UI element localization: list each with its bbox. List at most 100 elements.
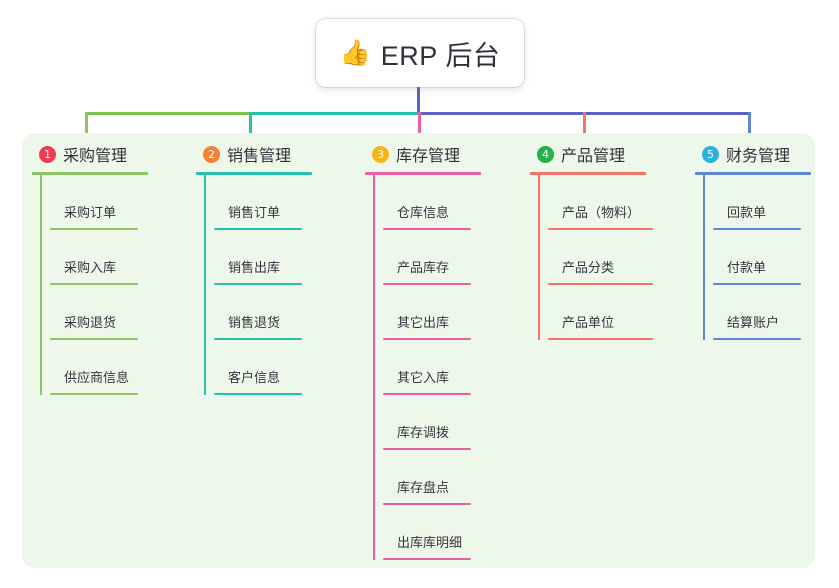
leaf-item[interactable]: 产品分类 xyxy=(538,230,688,285)
root-node-label: ERP 后台 xyxy=(380,40,501,71)
leaf-item-label: 出库库明细 xyxy=(397,535,463,550)
leaf-item-label: 其它出库 xyxy=(397,315,450,330)
branch-number-badge-4: 4 xyxy=(537,145,554,163)
leaf-item-label: 销售出库 xyxy=(228,260,281,275)
branch-children-3: 仓库信息产品库存其它出库其它入库库存调拨库存盘点出库库明细 xyxy=(363,175,523,560)
leaf-item[interactable]: 产品单位 xyxy=(538,285,688,340)
leaf-item[interactable]: 供应商信息 xyxy=(40,340,190,395)
branch-number-badge-1: 1 xyxy=(39,145,56,163)
branch-column-5: 5 财务管理回款单付款单结算账户 xyxy=(693,133,839,340)
leaf-item[interactable]: 产品（物料） xyxy=(538,175,688,230)
branch-title-2: 销售管理 xyxy=(227,148,292,165)
leaf-item[interactable]: 产品库存 xyxy=(373,230,523,285)
branch-spine-5 xyxy=(703,175,705,340)
branch-spine-1 xyxy=(40,175,42,395)
leaf-item-label: 回款单 xyxy=(727,205,767,220)
root-node[interactable]: 👍 ERP 后台 xyxy=(316,19,524,87)
leaf-item-rule xyxy=(50,393,138,395)
leaf-item[interactable]: 客户信息 xyxy=(204,340,354,395)
branch-title-3: 库存管理 xyxy=(396,148,461,165)
branch-title-4: 产品管理 xyxy=(561,148,626,165)
leaf-item[interactable]: 销售出库 xyxy=(204,230,354,285)
leaf-item-label: 采购入库 xyxy=(64,260,117,275)
leaf-item[interactable]: 出库库明细 xyxy=(373,505,523,560)
connector-drop-1 xyxy=(85,112,88,150)
leaf-item-rule xyxy=(214,228,302,230)
branch-header-rule-1 xyxy=(32,172,148,175)
leaf-item-label: 付款单 xyxy=(727,260,767,275)
branch-header-rule-2 xyxy=(196,172,312,175)
leaf-item[interactable]: 采购退货 xyxy=(40,285,190,340)
leaf-item-rule xyxy=(50,338,138,340)
branch-children-4: 产品（物料） 产品分类产品单位 xyxy=(528,175,688,340)
leaf-item[interactable]: 其它入库 xyxy=(373,340,523,395)
leaf-item-rule xyxy=(383,338,471,340)
leaf-item-rule xyxy=(548,283,653,285)
branch-column-3: 3 库存管理仓库信息产品库存其它出库其它入库库存调拨库存盘点出库库明细 xyxy=(363,133,523,560)
leaf-item-rule xyxy=(214,338,302,340)
branch-header-2[interactable]: 2 销售管理 xyxy=(194,133,354,175)
leaf-item-rule xyxy=(383,228,471,230)
leaf-item[interactable]: 库存调拨 xyxy=(373,395,523,450)
leaf-item-label: 采购退货 xyxy=(64,315,117,330)
leaf-item-rule xyxy=(548,338,653,340)
leaf-item-rule xyxy=(383,393,471,395)
leaf-item-label: 结算账户 xyxy=(727,315,780,330)
branch-spine-4 xyxy=(538,175,540,340)
branch-header-5[interactable]: 5 财务管理 xyxy=(693,133,839,175)
leaf-item-label: 库存盘点 xyxy=(397,480,450,495)
leaf-item-label: 产品分类 xyxy=(562,260,615,275)
root-node-content: 👍 ERP 后台 xyxy=(340,34,501,73)
leaf-item-label: 采购订单 xyxy=(64,205,117,220)
leaf-item-label: 库存调拨 xyxy=(397,425,450,440)
connector-drop-2 xyxy=(249,112,252,150)
leaf-item-rule xyxy=(713,283,801,285)
leaf-item-label: 仓库信息 xyxy=(397,205,450,220)
leaf-item-rule xyxy=(383,558,471,560)
branch-number-badge-5: 5 xyxy=(702,145,719,163)
connector-drop-4 xyxy=(583,112,586,150)
connector-bar-mid xyxy=(249,112,420,115)
leaf-item[interactable]: 回款单 xyxy=(703,175,839,230)
leaf-item[interactable]: 采购入库 xyxy=(40,230,190,285)
leaf-item[interactable]: 采购订单 xyxy=(40,175,190,230)
thumbs-up-icon: 👍 xyxy=(339,38,371,67)
branch-children-1: 采购订单采购入库采购退货供应商信息 xyxy=(30,175,190,395)
branch-spine-2 xyxy=(204,175,206,395)
branch-header-rule-3 xyxy=(365,172,481,175)
branch-number-badge-3: 3 xyxy=(372,145,389,163)
leaf-item[interactable]: 库存盘点 xyxy=(373,450,523,505)
leaf-item-label: 其它入库 xyxy=(397,370,450,385)
leaf-item-rule xyxy=(383,503,471,505)
connector-root-stem xyxy=(417,87,420,115)
leaf-item[interactable]: 销售订单 xyxy=(204,175,354,230)
leaf-item[interactable]: 付款单 xyxy=(703,230,839,285)
leaf-item-rule xyxy=(713,228,801,230)
branch-header-rule-4 xyxy=(530,172,646,175)
leaf-item-rule xyxy=(383,448,471,450)
leaf-item[interactable]: 结算账户 xyxy=(703,285,839,340)
connector-drop-5 xyxy=(748,112,751,150)
branch-number-badge-2: 2 xyxy=(203,145,220,163)
leaf-item[interactable]: 其它出库 xyxy=(373,285,523,340)
branch-children-5: 回款单付款单结算账户 xyxy=(693,175,839,340)
leaf-item-label: 客户信息 xyxy=(228,370,281,385)
branch-header-4[interactable]: 4 产品管理 xyxy=(528,133,688,175)
branch-title-5: 财务管理 xyxy=(726,148,791,165)
branch-column-4: 4 产品管理产品（物料） 产品分类产品单位 xyxy=(528,133,688,340)
leaf-item-rule xyxy=(50,228,138,230)
leaf-item-label: 产品（物料） xyxy=(562,205,641,220)
connector-bar-left xyxy=(85,112,251,115)
leaf-item-label: 销售订单 xyxy=(228,205,281,220)
leaf-item[interactable]: 仓库信息 xyxy=(373,175,523,230)
connector-drop-3 xyxy=(418,112,421,150)
branch-header-3[interactable]: 3 库存管理 xyxy=(363,133,523,175)
leaf-item-rule xyxy=(214,393,302,395)
leaf-item-rule xyxy=(383,283,471,285)
leaf-item[interactable]: 销售退货 xyxy=(204,285,354,340)
leaf-item-rule xyxy=(548,228,653,230)
leaf-item-label: 产品库存 xyxy=(397,260,450,275)
leaf-item-rule xyxy=(713,338,801,340)
leaf-item-rule xyxy=(214,283,302,285)
